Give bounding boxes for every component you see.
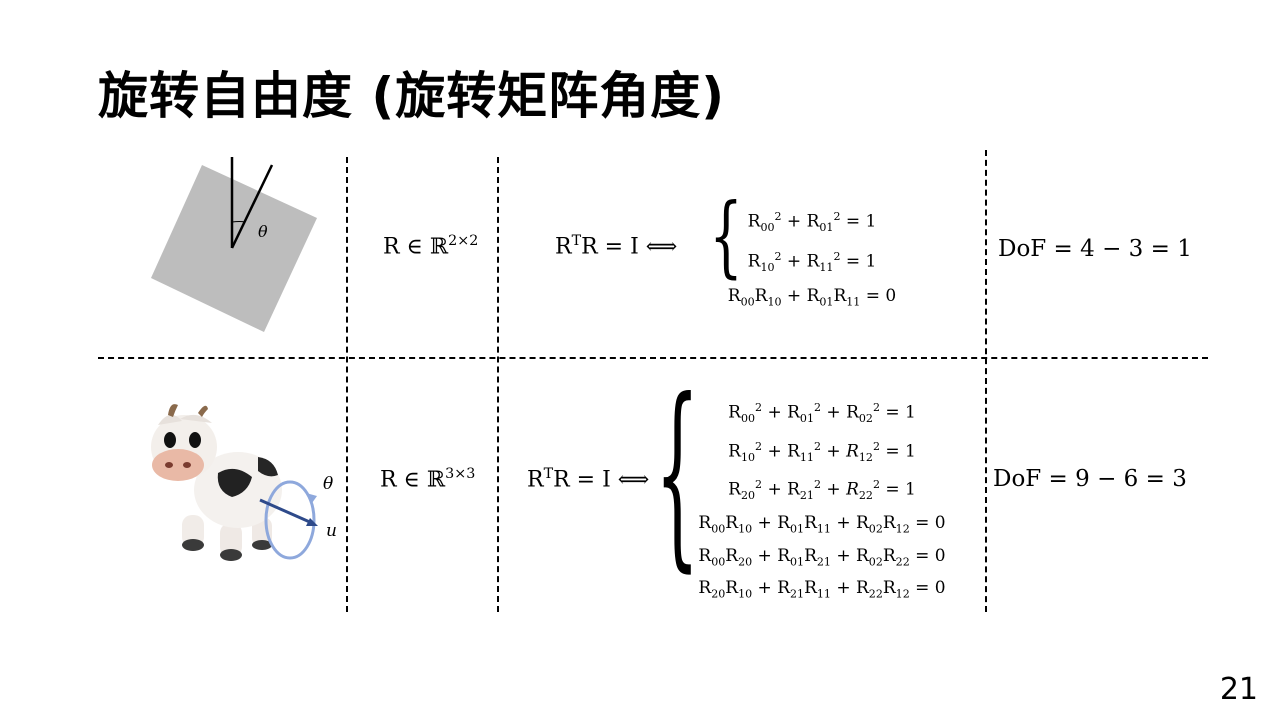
constraint-3d-6: R20R10 + R21R11 + R22R12 = 0 xyxy=(698,578,946,601)
slide-title: 旋转自由度 (旋转矩阵角度) xyxy=(98,67,726,125)
constraints-2d: R002 + R012 = 1 R102 + R112 = 1 R00R10 +… xyxy=(712,202,912,316)
orthogonality-lhs-2d: RTR = I ⟺ xyxy=(555,233,678,260)
constraints-3d: R002 + R012 + R022 = 1 R102 + R112 + R12… xyxy=(676,394,968,608)
theta-label-2d: θ xyxy=(258,222,268,241)
dof-2d: DoF = 4 − 3 = 1 xyxy=(998,236,1192,262)
constraint-3d-4: R00R10 + R01R11 + R02R12 = 0 xyxy=(698,512,946,536)
constraint-2d-1: R002 + R012 = 1 xyxy=(747,210,877,235)
constraint-3d-1: R002 + R012 + R022 = 1 xyxy=(728,401,916,426)
set-2d: R ∈ ℝ2×2 xyxy=(383,233,479,260)
rotated-square xyxy=(151,165,317,332)
brace-3d: { xyxy=(655,357,700,590)
constraint-3d-5: R00R20 + R01R21 + R02R22 = 0 xyxy=(698,545,946,568)
constraint-2d-2: R102 + R112 = 1 xyxy=(747,250,877,275)
rotation-arrowhead xyxy=(306,493,317,503)
rotation-axis-arrowhead xyxy=(306,518,318,526)
constraint-2d-3: R00R10 + R01R11 = 0 xyxy=(727,286,897,309)
cow-figure: θ u xyxy=(151,404,337,561)
rotation-axis-line xyxy=(259,498,313,525)
brace-2d: { xyxy=(709,184,743,287)
dof-3d: DoF = 9 − 6 = 3 xyxy=(993,466,1187,492)
set-3d: R ∈ ℝ3×3 xyxy=(380,466,476,493)
u-label: u xyxy=(326,521,337,541)
orthogonality-lhs-3d: RTR = I ⟺ xyxy=(527,466,650,493)
divider-col1 xyxy=(346,157,348,612)
divider-row xyxy=(98,357,1208,359)
divider-col3 xyxy=(985,150,987,612)
constraint-3d-3: R202 + R212 + R222 = 1 xyxy=(728,478,916,503)
rotated-square-figure: θ xyxy=(151,157,317,332)
rotated-axis-line xyxy=(230,164,274,249)
theta-label-3d: θ xyxy=(323,474,333,494)
page-number: 21 xyxy=(1219,672,1258,707)
divider-col2 xyxy=(497,157,499,612)
rotation-circle xyxy=(264,480,316,560)
constraint-3d-2: R102 + R112 + R122 = 1 xyxy=(728,439,916,464)
angle-arc xyxy=(231,221,246,223)
